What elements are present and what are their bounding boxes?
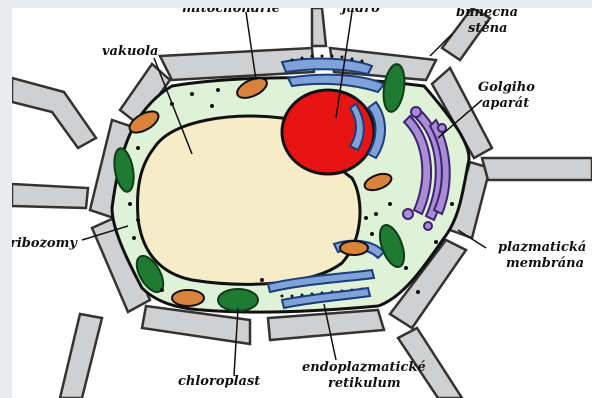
label-nucleus: jádro <box>342 8 380 16</box>
label-golgi-line2: aparát <box>482 96 529 111</box>
label-vacuole: vakuola <box>102 44 158 59</box>
label-er-line2: retikulum <box>328 376 401 391</box>
label-plasma-membrane-line2: membrána <box>506 256 584 271</box>
label-cell-wall-line1: buněčná <box>456 8 518 20</box>
plant-cell-diagram <box>12 8 592 398</box>
label-golgi-line1: Golgiho <box>478 80 535 95</box>
label-chloroplast: chloroplast <box>178 374 260 389</box>
label-ribosomes: ribozomy <box>12 236 77 251</box>
label-mitochondria: mitochondrie <box>182 8 280 16</box>
label-er-line1: endoplazmatické <box>302 360 426 375</box>
diagram-frame: mitochondrie jádro buněčná stěna vakuola… <box>12 8 592 398</box>
label-plasma-membrane-line1: plazmatická <box>498 240 586 255</box>
label-cell-wall-line2: stěna <box>468 21 507 36</box>
